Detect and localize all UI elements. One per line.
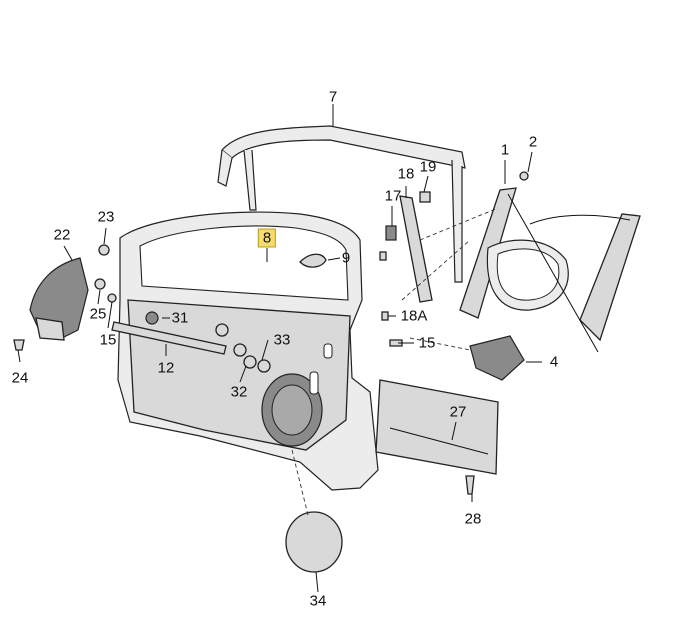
callout-17: 17 bbox=[384, 187, 402, 205]
callout-19: 19 bbox=[419, 158, 437, 176]
callout-32: 32 bbox=[230, 383, 248, 401]
callout-34: 34 bbox=[309, 592, 327, 610]
part-18-guide-rail bbox=[379, 191, 433, 347]
callout-15-left: 15 bbox=[99, 331, 117, 349]
callout-22: 22 bbox=[53, 226, 71, 244]
part-4-motor bbox=[469, 335, 525, 381]
alignment-lines bbox=[291, 207, 499, 516]
callout-28: 28 bbox=[464, 510, 482, 528]
part-27-inner-panel bbox=[375, 379, 499, 495]
callout-25: 25 bbox=[89, 305, 107, 323]
callout-12: 12 bbox=[157, 359, 175, 377]
fasteners-left bbox=[13, 244, 117, 351]
callout-27: 27 bbox=[449, 403, 467, 421]
callout-33: 33 bbox=[273, 331, 291, 349]
callout-18: 18 bbox=[397, 165, 415, 183]
callout-24: 24 bbox=[11, 369, 29, 387]
part-9-clip bbox=[299, 253, 327, 268]
callout-4: 4 bbox=[549, 353, 559, 371]
callout-2: 2 bbox=[528, 133, 538, 151]
part-7-window-seal bbox=[217, 125, 466, 283]
leader-lines bbox=[17, 104, 542, 593]
part-1-window-regulator bbox=[459, 171, 641, 353]
callout-9: 9 bbox=[341, 249, 351, 267]
callout-18a: 18A bbox=[400, 307, 428, 325]
callout-1: 1 bbox=[500, 141, 510, 159]
part-34-speaker-cover bbox=[285, 511, 343, 573]
clips bbox=[145, 311, 271, 373]
door-panel bbox=[117, 211, 379, 491]
part-12-trim-strip bbox=[111, 321, 227, 355]
callout-31: 31 bbox=[171, 309, 189, 327]
part-22-mirror-trim bbox=[29, 257, 89, 341]
callout-15-right: 15 bbox=[418, 334, 436, 352]
callout-23: 23 bbox=[97, 208, 115, 226]
callout-7: 7 bbox=[328, 88, 338, 106]
callout-8: 8 bbox=[257, 228, 277, 248]
